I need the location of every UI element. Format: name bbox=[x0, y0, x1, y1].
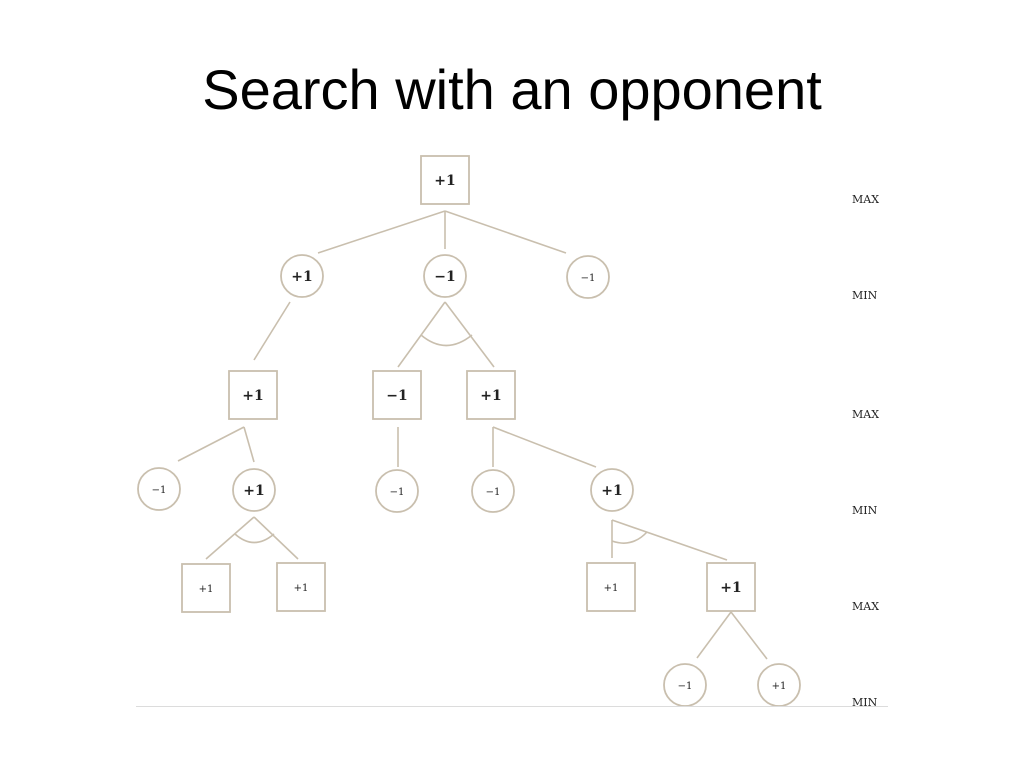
node-value: +1 bbox=[243, 483, 264, 499]
level-label-max: MAX bbox=[852, 408, 879, 421]
max-node-box bbox=[420, 155, 470, 205]
max-node-box bbox=[181, 563, 231, 613]
node-value: −1 bbox=[152, 485, 167, 496]
min-node-b2y2a: −1 bbox=[663, 663, 707, 707]
tree-edge-a1-a1y bbox=[243, 426, 255, 463]
max-node-box bbox=[276, 562, 326, 612]
tree-edge-b-b2 bbox=[444, 301, 495, 368]
min-node-b2x: −1 bbox=[471, 469, 515, 513]
level-label-min: MIN bbox=[852, 696, 878, 709]
node-value: −1 bbox=[386, 388, 407, 404]
and-arc-b2y bbox=[611, 531, 648, 544]
node-value: +1 bbox=[242, 388, 263, 404]
max-node-b2y2: +1 bbox=[706, 562, 756, 612]
max-node-box bbox=[466, 370, 516, 420]
node-value: +1 bbox=[601, 483, 622, 499]
min-node-circle bbox=[280, 254, 324, 298]
tree-edge-b2y-b2y2 bbox=[611, 519, 728, 561]
min-node-circle bbox=[566, 255, 610, 299]
level-label-max: MAX bbox=[852, 600, 879, 613]
node-value: +1 bbox=[434, 173, 455, 189]
max-node-box bbox=[228, 370, 278, 420]
tree-edge-b2y2-b2y2b bbox=[730, 611, 768, 660]
tree-edge-a-a1 bbox=[253, 301, 291, 361]
node-value: −1 bbox=[434, 269, 455, 285]
node-value: +1 bbox=[199, 584, 214, 595]
node-value: +1 bbox=[720, 580, 741, 596]
min-node-circle bbox=[471, 469, 515, 513]
node-value: +1 bbox=[604, 583, 619, 594]
level-label-min: MIN bbox=[852, 289, 878, 302]
max-node-a1y2: +1 bbox=[276, 562, 326, 612]
level-label-max: MAX bbox=[852, 193, 879, 206]
node-value: +1 bbox=[480, 388, 501, 404]
node-value: −1 bbox=[581, 273, 596, 284]
min-node-b1x: −1 bbox=[375, 469, 419, 513]
min-node-circle bbox=[137, 467, 181, 511]
tree-edge-b2y2-b2y2a bbox=[696, 611, 732, 659]
max-node-box bbox=[586, 562, 636, 612]
node-value: −1 bbox=[390, 487, 405, 498]
node-value: −1 bbox=[678, 681, 693, 692]
max-node-b1: −1 bbox=[372, 370, 422, 420]
node-value: −1 bbox=[486, 487, 501, 498]
min-node-c: −1 bbox=[566, 255, 610, 299]
min-node-a1x: −1 bbox=[137, 467, 181, 511]
max-node-b2y1: +1 bbox=[586, 562, 636, 612]
max-node-b2: +1 bbox=[466, 370, 516, 420]
tree-edge-a1y-a1y1 bbox=[205, 516, 255, 560]
max-node-box bbox=[372, 370, 422, 420]
min-node-circle bbox=[423, 254, 467, 298]
tree-edge-a1y-a1y2 bbox=[253, 516, 299, 560]
min-node-b2y: +1 bbox=[590, 468, 634, 512]
max-node-root: +1 bbox=[420, 155, 470, 205]
level-label-min: MIN bbox=[852, 504, 878, 517]
max-node-a1y1: +1 bbox=[181, 563, 231, 613]
min-node-b2y2b: +1 bbox=[757, 663, 801, 707]
node-value: +1 bbox=[291, 269, 312, 285]
min-node-a1y: +1 bbox=[232, 468, 276, 512]
min-node-circle bbox=[590, 468, 634, 512]
min-node-circle bbox=[232, 468, 276, 512]
min-node-b: −1 bbox=[423, 254, 467, 298]
node-value: +1 bbox=[294, 583, 309, 594]
tree-edge-root-c bbox=[444, 210, 567, 254]
max-node-box bbox=[706, 562, 756, 612]
min-node-a: +1 bbox=[280, 254, 324, 298]
tree-edge-b2-b2y bbox=[492, 426, 597, 468]
and-arc-a1y bbox=[234, 533, 275, 544]
max-node-a1: +1 bbox=[228, 370, 278, 420]
tree-edge-a1-a1x bbox=[177, 426, 245, 462]
min-node-circle bbox=[375, 469, 419, 513]
tree-edge-root-a bbox=[317, 210, 446, 254]
slide-title: Search with an opponent bbox=[202, 58, 822, 121]
node-value: +1 bbox=[772, 681, 787, 692]
and-arc-b bbox=[420, 334, 473, 347]
